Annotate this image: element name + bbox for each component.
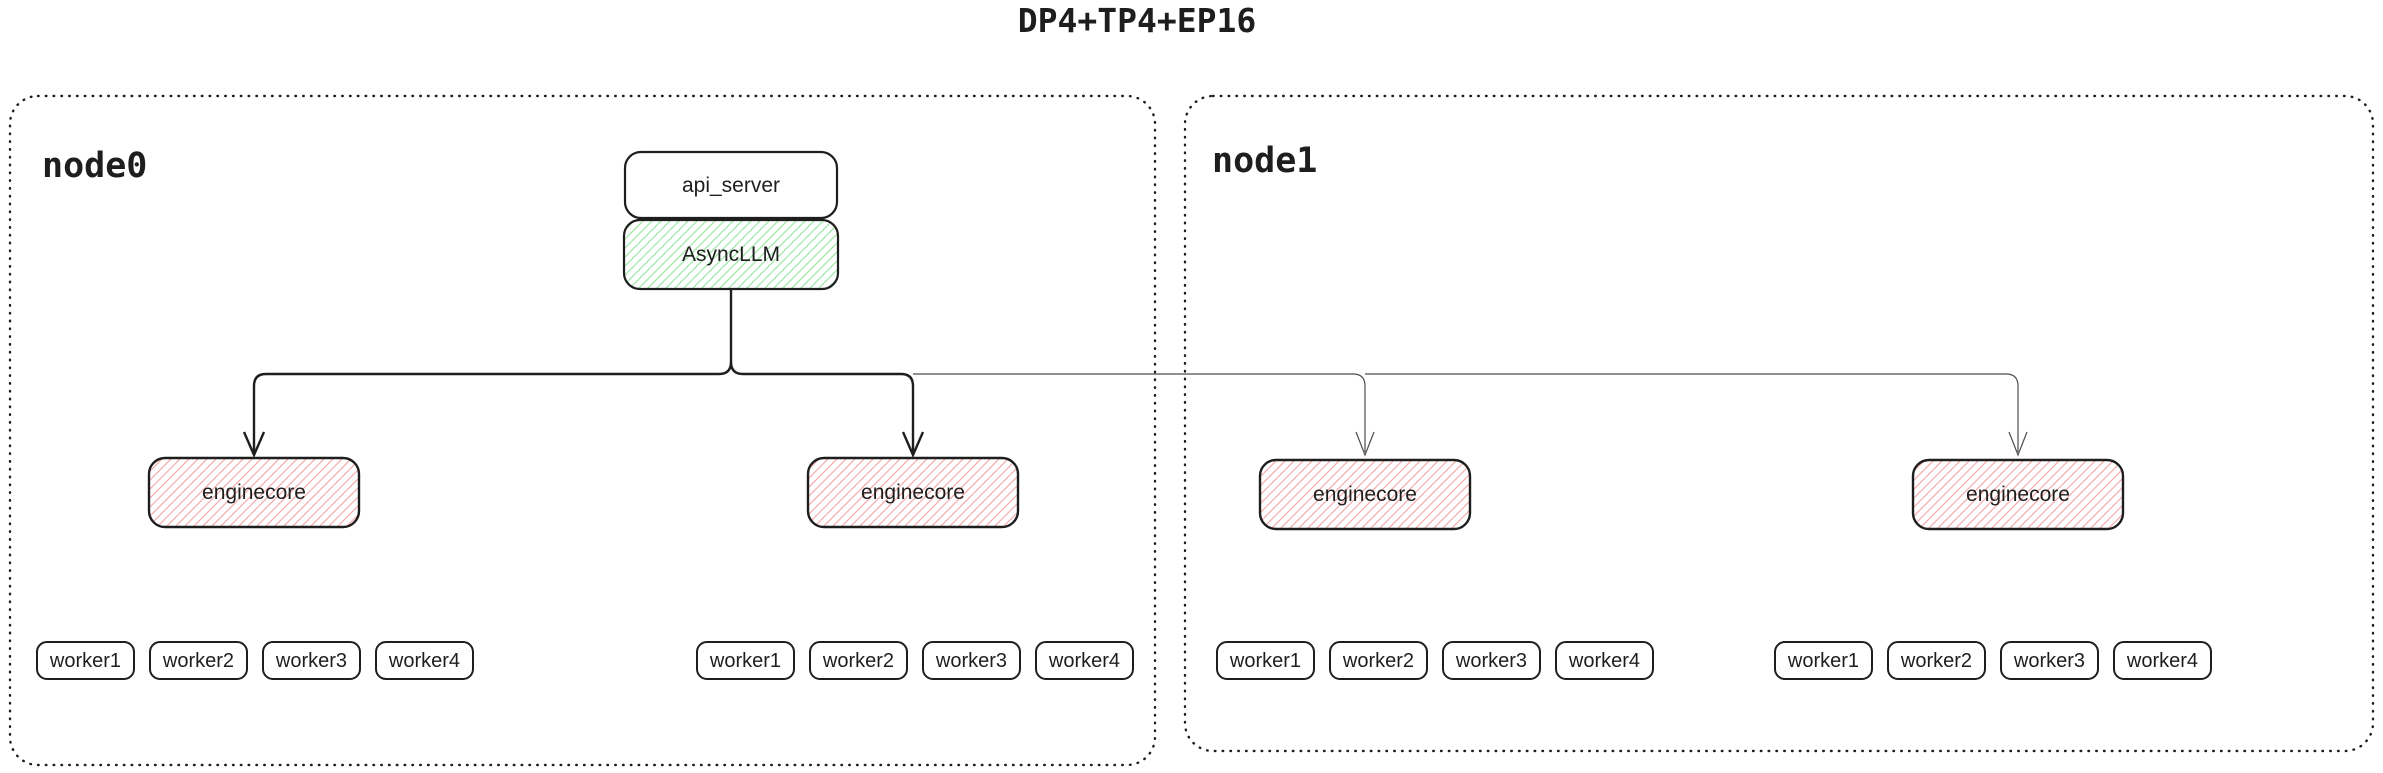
worker-label: worker4 [2126, 650, 2198, 672]
worker-box [1329, 641, 1428, 680]
node0-container [8, 94, 1157, 767]
enginecore-label-4: enginecore [1966, 483, 2070, 506]
worker-label: worker3 [2013, 650, 2085, 672]
worker-box [809, 641, 908, 680]
worker-box [149, 641, 248, 680]
worker-box [262, 641, 361, 680]
worker-group-2: worker1 worker2 worker3 worker4 [696, 641, 1134, 680]
worker-box [36, 641, 135, 680]
worker-box [375, 641, 474, 680]
worker-label: worker4 [1568, 650, 1640, 672]
arrowhead-enginecore-2 [901, 431, 925, 459]
worker-box [922, 641, 1021, 680]
node1-label: node1 [1212, 141, 1317, 181]
worker-group-1: worker1 worker2 worker3 worker4 [36, 641, 474, 680]
worker-label: worker2 [1342, 650, 1414, 672]
worker-group-4: worker1 worker2 worker3 worker4 [1774, 641, 2212, 680]
worker-box [1887, 641, 1986, 680]
worker-label: worker1 [1787, 650, 1859, 672]
worker-box [1216, 641, 1315, 680]
worker-box [1442, 641, 1541, 680]
enginecore-box-2 [806, 456, 1020, 529]
enginecore-label-1: enginecore [202, 481, 306, 504]
worker-box [2113, 641, 2212, 680]
enginecore-box-3 [1258, 458, 1472, 531]
arrow-to-enginecore-1 [252, 289, 733, 452]
worker-label: worker2 [1900, 650, 1972, 672]
worker-box [1555, 641, 1654, 680]
worker-group-3: worker1 worker2 worker3 worker4 [1216, 641, 1654, 680]
worker-label: worker4 [1048, 650, 1120, 672]
arrowhead-enginecore-4 [2008, 431, 2028, 457]
arrow-to-enginecore-2 [729, 361, 915, 452]
arrow-to-enginecore-3 [913, 373, 1366, 452]
worker-box [1774, 641, 1873, 680]
node0-label: node0 [42, 146, 147, 186]
enginecore-label-2: enginecore [861, 481, 965, 504]
node1-container [1183, 94, 2375, 753]
worker-label: worker4 [388, 650, 460, 672]
worker-label: worker2 [162, 650, 234, 672]
arrow-to-enginecore-4 [1365, 373, 2019, 452]
enginecore-label-3: enginecore [1313, 483, 1417, 506]
enginecore-box-1 [147, 456, 361, 529]
enginecore-group: enginecore enginecore enginecore enginec… [147, 456, 2125, 531]
enginecore-box-4 [1911, 458, 2125, 531]
worker-label: worker1 [1229, 650, 1301, 672]
worker-box [2000, 641, 2099, 680]
asyncllm-box [622, 218, 840, 291]
worker-label: worker3 [935, 650, 1007, 672]
worker-label: worker2 [822, 650, 894, 672]
worker-label: worker1 [709, 650, 781, 672]
api-server-box [623, 150, 839, 220]
worker-box [696, 641, 795, 680]
api-server-label: api_server [682, 174, 780, 197]
worker-label: worker1 [49, 650, 121, 672]
asyncllm-label: AsyncLLM [682, 243, 780, 266]
arrowhead-enginecore-1 [242, 431, 266, 459]
worker-box [1035, 641, 1134, 680]
arrowhead-enginecore-3 [1355, 431, 1375, 457]
worker-label: worker3 [1455, 650, 1527, 672]
worker-label: worker3 [275, 650, 347, 672]
diagram-title: DP4+TP4+EP16 [1018, 1, 1256, 40]
